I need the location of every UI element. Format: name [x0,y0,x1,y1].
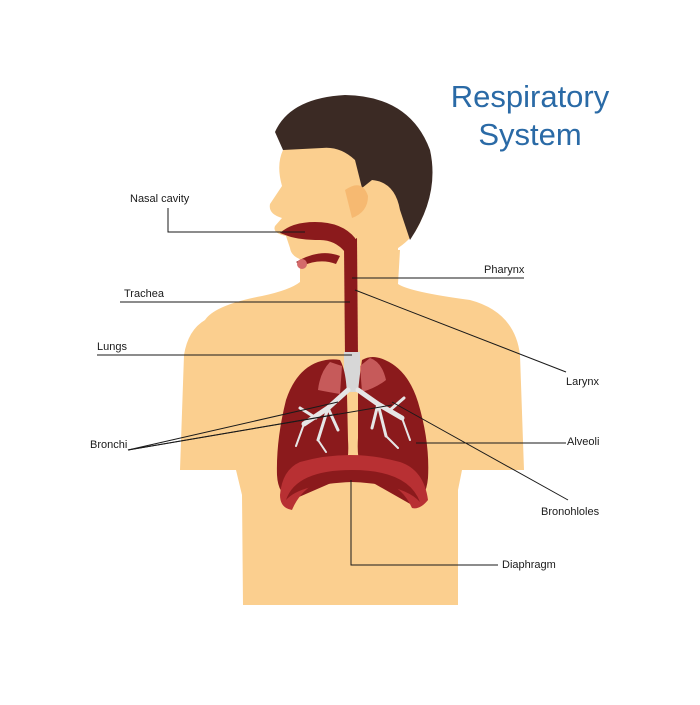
label-bronchi: Bronchi [90,439,128,451]
hair [275,95,433,240]
leader-larynx [354,289,567,373]
tongue-dot [297,259,307,269]
title-line-2: System [478,117,582,152]
right-lung-highlight [360,358,386,392]
label-lungs: Lungs [97,341,127,353]
airway [280,222,360,392]
title-line-1: Respiratory [450,79,610,114]
leader-bronchi-c [127,404,393,451]
leader-lines [97,208,569,566]
label-diaphragm: Diaphragm [502,559,556,571]
ear [345,185,368,218]
diaphragm-dark [286,470,420,502]
diaphragm-shape [280,455,428,510]
label-alveoli: Alveoli [567,436,600,448]
left-lung-highlight [318,362,342,394]
leader-bronchioles [391,401,569,501]
leader-bronchi-a [127,401,339,451]
trachea-shape [344,238,358,358]
trachea-rings [344,352,360,392]
label-nasal-cavity: Nasal cavity [130,193,190,205]
lungs-illustration [276,357,429,510]
leader-diaphragm [350,480,498,566]
label-bronchioles: Bronohloles [541,506,600,518]
diagram-title: Respiratory System [430,78,630,154]
label-trachea: Trachea [124,288,164,300]
torso [180,250,524,605]
nasal-cavity-shape [280,222,357,258]
label-larynx: Larynx [566,376,600,388]
oral-cavity-shape [296,253,340,266]
label-pharynx: Pharynx [484,264,525,276]
leader-nasal-cavity [167,208,305,233]
